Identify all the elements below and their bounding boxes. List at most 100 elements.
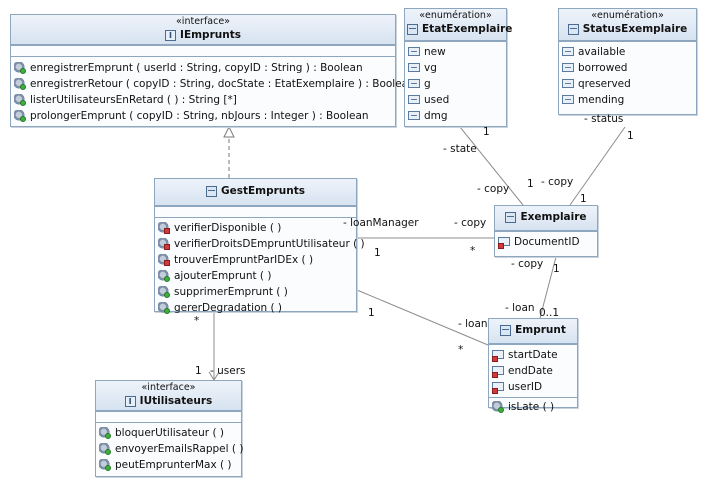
loanmanager-copy-multiplicity: * [470, 245, 476, 257]
iemprunts-attributes [11, 45, 395, 56]
operation-row[interactable]: envoyerEmailsRappel ( ) [99, 441, 243, 457]
class-icon [500, 324, 512, 336]
literal-label: g [424, 77, 431, 90]
gestemprunts-name: GestEmprunts [220, 185, 306, 197]
exemplaire-emprunt-line [539, 256, 557, 319]
public-operation-icon [14, 94, 26, 106]
users-multiplicity: 1 [195, 365, 202, 377]
etatexemplaire-enum[interactable]: «enumération» EtatExemplaire new vg g us… [404, 8, 512, 127]
literal-icon [562, 79, 574, 88]
operation-row[interactable]: prolongerEmprunt ( copyID : String, nbJo… [14, 108, 392, 124]
operation-row[interactable]: listerUtilisateursEnRetard ( ) : String … [14, 92, 392, 108]
operation-row[interactable]: trouverEmpruntParIDEx ( ) [158, 252, 353, 268]
loanmanager-gest-multiplicity: 1 [374, 247, 381, 259]
state-association-line [459, 126, 524, 206]
attribute-label: startDate [508, 348, 558, 361]
public-operation-icon [158, 269, 170, 282]
enumeration-icon [567, 23, 579, 35]
loan-ex-copy-role: - copy [511, 258, 544, 270]
emprunt-class[interactable]: Emprunt startDate endDate userID isLate … [488, 318, 578, 413]
exemplaire-class[interactable]: Exemplaire DocumentID [494, 205, 598, 257]
enumeration-icon [407, 23, 418, 35]
loan-gest-multiplicity: 1 [368, 307, 375, 319]
loan-ex-loan-multiplicity: 0..1 [539, 307, 560, 319]
public-operation-icon [99, 459, 111, 471]
operation-row[interactable]: ajouterEmprunt ( ) [158, 268, 353, 284]
realization-arrowhead [223, 125, 235, 138]
private-operation-icon [158, 253, 170, 266]
enum-literal[interactable]: available [562, 44, 693, 60]
iutilisateurs-attributes [96, 411, 241, 422]
literal-label: qreserved [578, 77, 631, 90]
public-operation-icon [158, 301, 170, 314]
operation-row[interactable]: enregistrerRetour ( copyID : String, doc… [14, 76, 415, 92]
public-operation-icon [158, 285, 170, 298]
attribute-row[interactable]: startDate [492, 347, 574, 363]
operation-row[interactable]: gererDegradation ( ) [158, 300, 353, 316]
iutilisateurs-name: IUtilisateurs [139, 395, 213, 407]
operation-row[interactable]: bloquerUtilisateur ( ) [99, 425, 238, 441]
loan-ex-copy-multiplicity: 1 [553, 263, 560, 275]
operation-signature: supprimerEmprunt ( ) [174, 285, 288, 298]
enum-literal[interactable]: mending [562, 92, 693, 108]
enum-literal[interactable]: used [408, 92, 503, 108]
literal-icon [562, 63, 574, 72]
operation-row[interactable]: isLate ( ) [492, 399, 574, 415]
statusexemplaire-enum[interactable]: «enumération» StatusExemplaire available… [558, 8, 697, 115]
class-icon [505, 211, 517, 223]
operation-row[interactable]: peutEmprunterMax ( ) [99, 457, 238, 473]
etatexemplaire-literals: new vg g used dmg [405, 40, 506, 126]
loan-gest-loan-multiplicity: * [458, 344, 464, 356]
public-operation-icon [14, 62, 26, 74]
iemprunts-name: IEmprunts [180, 29, 241, 41]
attribute-row[interactable]: DocumentID [498, 234, 594, 250]
operation-row[interactable]: supprimerEmprunt ( ) [158, 284, 353, 300]
operation-signature: isLate ( ) [508, 400, 555, 413]
gestemprunts-header: GestEmprunts [155, 179, 356, 206]
private-attribute-icon [492, 366, 504, 378]
loan-ex-loan-role: - loan [505, 302, 535, 314]
operation-signature: listerUtilisateursEnRetard ( ) : String … [30, 94, 237, 106]
iutilisateurs-operations: bloquerUtilisateur ( ) envoyerEmailsRapp… [96, 422, 243, 475]
literal-label: mending [578, 93, 625, 106]
users-role-label: - users [210, 365, 246, 377]
public-operation-icon [14, 110, 26, 122]
enum-literal[interactable]: qreserved [562, 76, 693, 92]
interface-icon: I [165, 29, 177, 41]
iutilisateurs-stereotype: «interface» [141, 382, 196, 393]
etatexemplaire-stereotype: «enumération» [419, 10, 492, 21]
operation-row[interactable]: verifierDroitsDEmpruntUtilisateur ( ) [158, 236, 365, 252]
literal-icon [408, 95, 420, 104]
attribute-row[interactable]: endDate [492, 363, 574, 379]
iemprunts-stereotype: «interface» [176, 16, 230, 27]
loanmanager-role-label: - loanManager [343, 217, 419, 229]
gestemprunts-class[interactable]: GestEmprunts verifierDisponible ( ) veri… [154, 178, 365, 314]
enum-literal[interactable]: vg [408, 60, 503, 76]
operation-signature: verifierDisponible ( ) [174, 221, 282, 234]
statusexemplaire-stereotype: «enumération» [591, 10, 664, 21]
statusexemplaire-name: StatusExemplaire [582, 23, 688, 35]
operation-row[interactable]: verifierDisponible ( ) [158, 220, 353, 236]
emprunt-attributes: startDate endDate userID [489, 343, 577, 397]
iemprunts-operations: enregistrerEmprunt ( userId : String, co… [11, 56, 415, 126]
operation-signature: peutEmprunterMax ( ) [115, 459, 232, 471]
attribute-row[interactable]: userID [492, 379, 574, 395]
state-copy-role: - copy [477, 183, 510, 195]
literal-icon [408, 79, 420, 88]
emprunt-header: Emprunt [489, 319, 577, 344]
enum-literal[interactable]: g [408, 76, 503, 92]
operation-signature: ajouterEmprunt ( ) [174, 269, 272, 282]
enum-literal[interactable]: dmg [408, 108, 503, 124]
enum-literal[interactable]: new [408, 44, 503, 60]
status-role-label: - status [584, 113, 624, 125]
enum-literal[interactable]: borrowed [562, 60, 693, 76]
public-operation-icon [492, 400, 504, 413]
statusexemplaire-literals: available borrowed qreserved mending [559, 40, 696, 110]
operation-signature: bloquerUtilisateur ( ) [115, 427, 224, 439]
operation-row[interactable]: enregistrerEmprunt ( userId : String, co… [14, 60, 392, 76]
